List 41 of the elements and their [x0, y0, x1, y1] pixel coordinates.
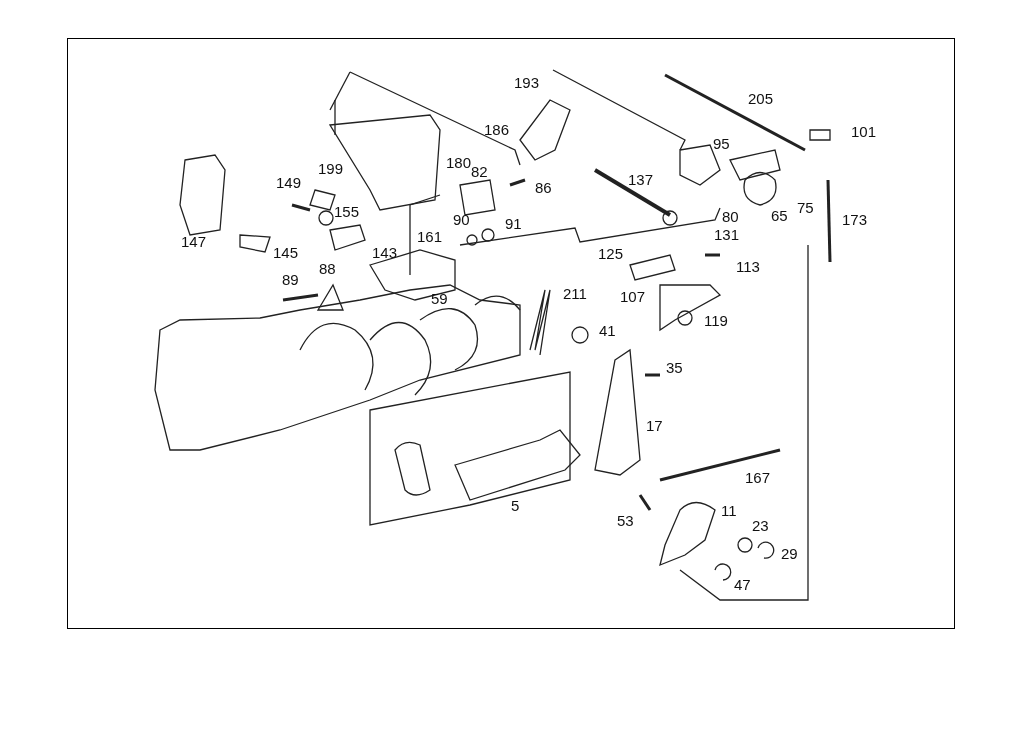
callout-number: 205	[748, 91, 774, 107]
callout-number: 186	[484, 122, 510, 138]
callout-number: 137	[628, 172, 654, 188]
callout-number: 131	[714, 227, 740, 243]
callout-number: 91	[505, 216, 522, 232]
callout-number: 47	[734, 577, 751, 593]
callout-number: 119	[704, 313, 728, 329]
callout-number: 86	[535, 180, 552, 196]
callout-number: 5	[511, 498, 520, 514]
callout-number: 41	[599, 323, 616, 339]
callout-number: 101	[851, 124, 877, 140]
callout-number: 113	[736, 259, 760, 275]
callout-number: 53	[617, 513, 634, 529]
callout-number: 155	[334, 204, 360, 220]
callout-number: 149	[276, 175, 302, 191]
callout-number: 29	[781, 546, 798, 562]
callout-number: 199	[318, 161, 344, 177]
callout-number: 23	[752, 518, 769, 534]
callout-number: 95	[713, 136, 730, 152]
callout-number: 145	[273, 245, 299, 261]
callout-number: 59	[431, 291, 448, 307]
callout-number: 11	[721, 503, 737, 519]
callout-number: 125	[598, 246, 624, 262]
callout-number: 211	[563, 286, 587, 302]
callout-number: 143	[372, 245, 398, 261]
callout-number: 80	[722, 209, 739, 225]
callout-number: 17	[646, 418, 663, 434]
callout-number: 161	[417, 229, 443, 245]
callout-number: 173	[842, 212, 868, 228]
callout-number: 167	[745, 470, 771, 486]
callout-number: 88	[319, 261, 336, 277]
callout-number: 75	[797, 200, 814, 216]
callout-number: 65	[771, 208, 788, 224]
callout-number: 82	[471, 164, 488, 180]
callout-number: 147	[181, 234, 207, 250]
callout-number: 89	[282, 272, 299, 288]
callout-number: 193	[514, 75, 540, 91]
callout-number: 90	[453, 212, 470, 228]
callout-number: 35	[666, 360, 683, 376]
callout-number: 180	[446, 155, 472, 171]
callout-number: 107	[620, 289, 646, 305]
